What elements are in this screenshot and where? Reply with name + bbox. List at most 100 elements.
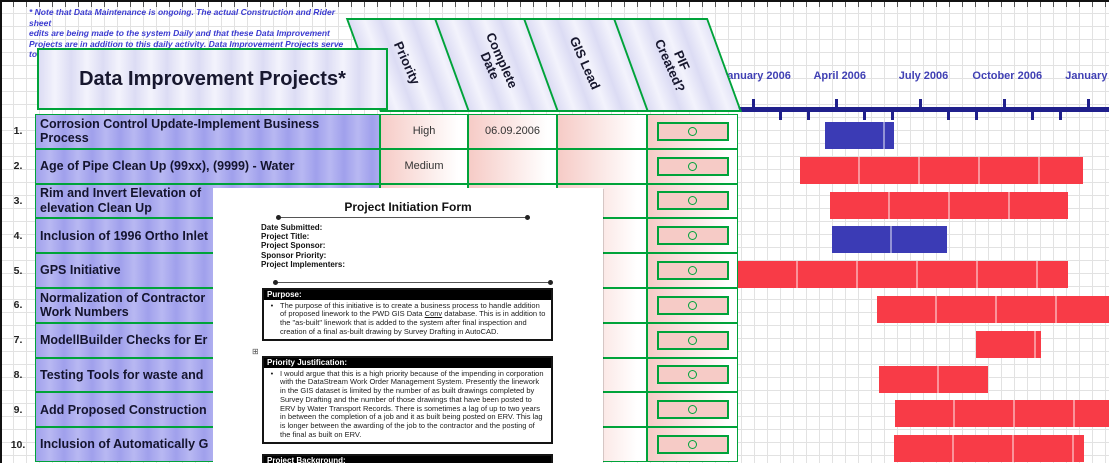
note-line: edits are being made to the system Daily… (29, 28, 330, 38)
gantt-bar-red[interactable] (894, 435, 1084, 463)
quarter-tick (751, 99, 755, 108)
project-name-text: Inclusion of 1996 Ortho Inlet (40, 228, 209, 243)
month-tick (946, 112, 950, 120)
radio-circle-icon (688, 231, 697, 241)
pif-created-cell[interactable] (647, 322, 738, 358)
month-label: April 2006 (813, 70, 867, 82)
form-section-purpose: Purpose: • The purpose of this initiativ… (262, 288, 553, 341)
radio-circle-icon (688, 370, 697, 380)
pif-option-button[interactable] (656, 435, 729, 455)
form-field-labels: Date Submitted: Project Title: Project S… (261, 223, 345, 269)
pif-option-button[interactable] (656, 400, 729, 420)
project-name-text: Normalization of Contractor Work Numbers (40, 290, 206, 320)
radio-circle-icon (688, 266, 697, 276)
project-name-text: Rim and Invert Elevation of elevation Cl… (40, 186, 202, 215)
pif-option-button[interactable] (656, 365, 729, 385)
pif-option-button[interactable] (656, 330, 729, 350)
month-label: October 2006 (972, 70, 1043, 82)
note-line: Projects are in addition to this daily a… (29, 38, 344, 49)
pif-created-cell[interactable] (647, 288, 738, 323)
gantt-bar-red[interactable] (976, 330, 1041, 358)
gantt-bar-red[interactable] (738, 261, 1068, 289)
radio-circle-icon (688, 440, 697, 450)
gantt-bar-blue[interactable] (825, 122, 894, 149)
form-field-label: Date Submitted: (261, 223, 323, 232)
timeline-axis (738, 107, 1109, 112)
project-name-text: GPS Initiative (40, 263, 121, 278)
priority-cell[interactable]: High (380, 114, 468, 149)
purpose-text-after: database. This is in addition to the "as… (280, 309, 546, 336)
complete-date-cell[interactable]: 06.09.2006 (468, 114, 557, 149)
gantt-bar-blue[interactable] (832, 226, 947, 254)
gantt-bar-red[interactable] (879, 365, 988, 393)
form-section-priority-justification: Priority Justification: • I would argue … (262, 356, 553, 444)
form-field-label: Project Sponsor: (261, 241, 326, 251)
row-number: 3. (13, 194, 23, 207)
radio-circle-icon (688, 161, 697, 171)
month-tick (891, 112, 895, 120)
row-number: 5. (13, 264, 23, 277)
form-divider (276, 215, 530, 220)
pif-option-button[interactable] (656, 156, 729, 176)
pif-option-button[interactable] (656, 295, 729, 315)
complete-date-cell[interactable] (468, 148, 557, 184)
quarter-tick (835, 99, 839, 108)
priority-cell[interactable]: Medium (380, 148, 468, 184)
month-tick (1058, 112, 1062, 120)
bullet-icon: • (270, 300, 274, 310)
month-tick (1030, 112, 1034, 120)
pif-option-button[interactable] (656, 226, 729, 246)
pif-created-cell[interactable] (647, 357, 738, 393)
pif-created-cell[interactable] (647, 148, 738, 184)
row-number: 7. (13, 334, 23, 347)
project-name-text: Testing Tools for waste and (40, 367, 204, 382)
month-tick (974, 112, 978, 120)
priority-justification-text: I would argue that this is a high priori… (280, 368, 544, 440)
radio-circle-icon (688, 300, 697, 310)
month-label: January 2006 (721, 70, 791, 82)
section-heading-priority-justification: Priority Justification: (264, 358, 551, 368)
row-number: 6. (13, 299, 23, 312)
form-divider (273, 280, 553, 285)
purpose-text: The purpose of this initiative is to cre… (280, 301, 547, 337)
month-label: July 2006 (898, 70, 949, 82)
project-name-text: ModellBuilder Checks for Er (40, 332, 208, 347)
section-heading-purpose: Purpose: (264, 290, 551, 300)
form-section-project-background: Project Background: (262, 454, 553, 463)
project-name-cell[interactable]: Corrosion Control Update-Implement Busin… (35, 114, 380, 149)
section-heading-project-background: Project Background: (264, 456, 551, 463)
gis-lead-cell[interactable] (557, 148, 647, 184)
quarter-tick (1002, 99, 1006, 108)
pif-option-button[interactable] (656, 261, 729, 281)
top-border (0, 0, 1109, 2)
project-name-text: Inclusion of Automatically G (40, 437, 209, 452)
month-tick (779, 112, 783, 120)
note-line: * Note that Data Maintenance is ongoing.… (29, 7, 336, 28)
pif-created-cell[interactable] (647, 392, 738, 428)
project-name-text: Age of Pipe Clean Up (99xx), (9999) - Wa… (40, 158, 295, 173)
month-tick (863, 112, 867, 120)
form-field-label: Project Implementers: (261, 259, 346, 269)
project-name-cell[interactable]: Age of Pipe Clean Up (99xx), (9999) - Wa… (35, 148, 380, 184)
purpose-text-underlined: Conv (424, 309, 443, 319)
gantt-bar-red[interactable] (877, 296, 1109, 323)
project-name-text: Add Proposed Construction (40, 402, 207, 417)
pif-created-cell[interactable] (647, 427, 738, 462)
form-field-label: Sponsor Priority: (261, 250, 327, 260)
pif-option-button[interactable] (656, 191, 729, 211)
pif-created-cell[interactable] (647, 218, 738, 254)
gantt-bar-red[interactable] (800, 156, 1083, 184)
row-number: 1. (13, 125, 23, 138)
gis-lead-cell[interactable] (557, 114, 647, 149)
gantt-bar-red[interactable] (830, 191, 1068, 219)
gantt-bar-red[interactable] (895, 400, 1109, 428)
quarter-tick (919, 99, 922, 108)
left-border (0, 0, 2, 463)
anchor-icon: ⊞ (252, 347, 259, 356)
top-ruler-ticks (0, 2, 1109, 7)
pif-created-cell[interactable] (647, 183, 738, 219)
pif-created-cell[interactable] (647, 253, 738, 288)
radio-circle-icon (688, 335, 697, 345)
pif-option-button[interactable] (656, 121, 729, 141)
pif-created-cell[interactable] (647, 114, 738, 149)
